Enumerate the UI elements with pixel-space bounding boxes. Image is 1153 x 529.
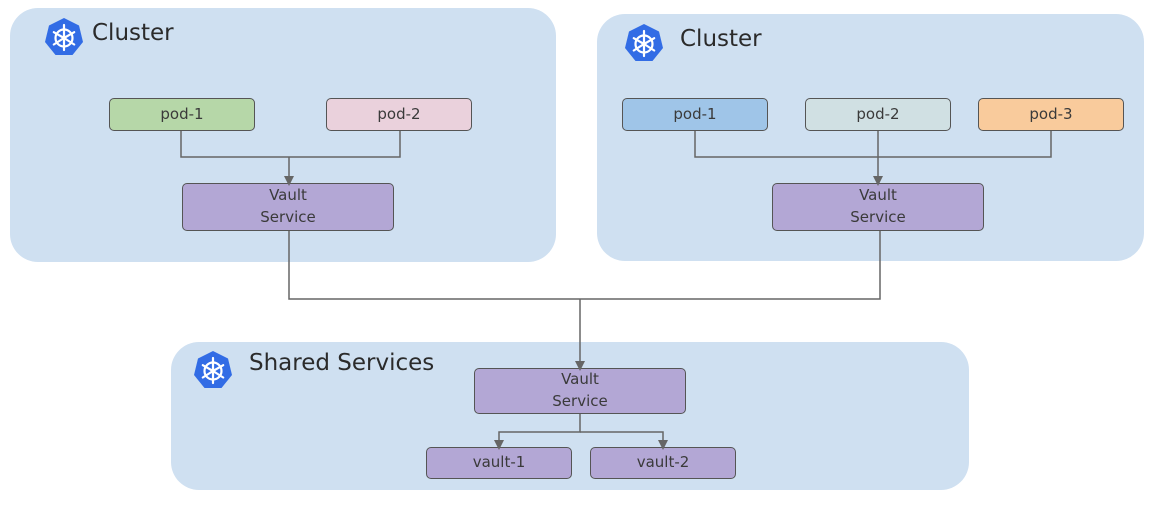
left-vault-service-line1: Vault	[269, 186, 307, 205]
right-vault-service-line2: Service	[850, 208, 906, 226]
vault-2-connector	[580, 431, 668, 450]
shared-vault-service-line1: Vault	[561, 370, 599, 389]
right-pods-connector	[694, 131, 1052, 158]
vault-1-box: vault-1	[426, 447, 572, 479]
shared-vault-service: Vault Service	[474, 368, 686, 414]
clusters-to-shared-connector	[288, 231, 881, 300]
shared-services-title: Shared Services	[249, 350, 435, 376]
right-vault-service-line1: Vault	[859, 186, 897, 205]
right-pod-3: pod-3	[978, 98, 1124, 131]
left-cluster-title: Cluster	[92, 20, 174, 46]
kubernetes-icon	[45, 18, 83, 55]
left-vault-service: Vault Service	[182, 183, 394, 231]
right-vault-service: Vault Service	[772, 183, 984, 231]
left-vault-service-line2: Service	[260, 208, 316, 226]
kubernetes-icon	[625, 24, 663, 61]
left-pod-2: pod-2	[326, 98, 472, 131]
right-pod-1: pod-1	[622, 98, 768, 131]
shared-vault-service-line2: Service	[552, 392, 608, 410]
left-pod-1: pod-1	[109, 98, 255, 131]
right-cluster-title: Cluster	[680, 26, 762, 52]
kubernetes-icon	[194, 351, 232, 388]
right-pod-2: pod-2	[805, 98, 951, 131]
left-pods-connector	[180, 131, 401, 158]
vault-1-connector	[494, 414, 581, 450]
